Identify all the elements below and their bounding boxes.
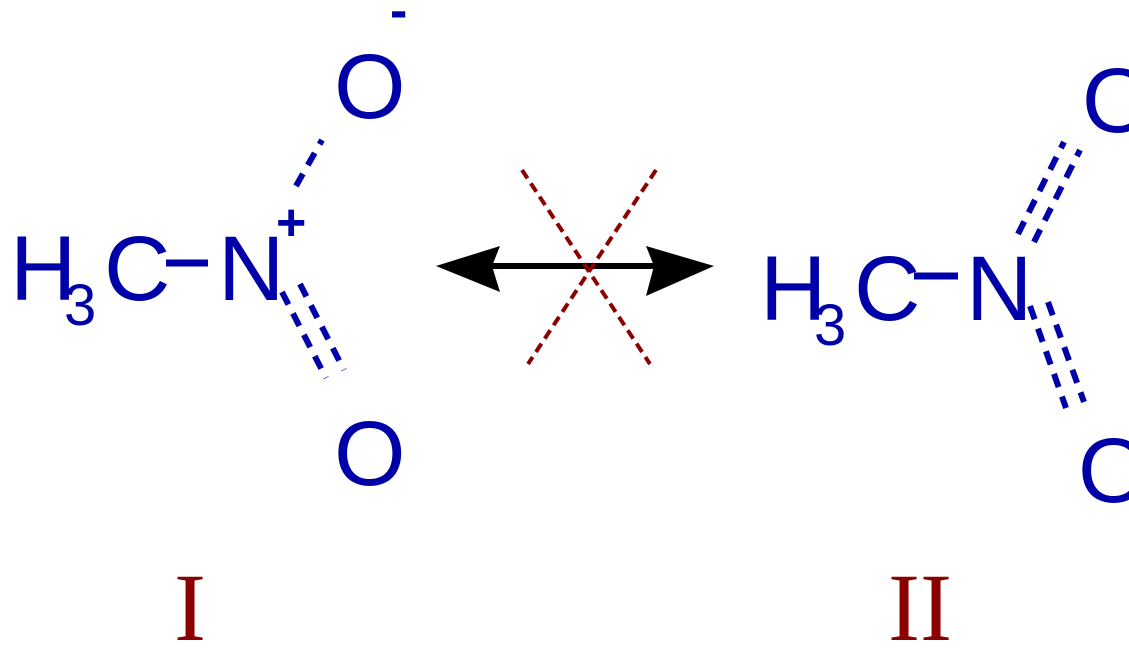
cross-mark bbox=[520, 168, 658, 366]
arrow-head-left-icon bbox=[436, 246, 500, 292]
s2-nitrogen: N bbox=[966, 238, 1032, 340]
s1-oxygen-top: O bbox=[334, 36, 406, 138]
s2-n-o-top-bond-a bbox=[1015, 140, 1067, 236]
s2-n-o-bottom-bond-b bbox=[1045, 300, 1087, 404]
arrow-head-right-icon bbox=[646, 246, 714, 296]
s2-oxygen-top: O bbox=[1082, 50, 1129, 152]
resonance-arrow bbox=[436, 246, 714, 296]
s1-oxygen-bottom: O bbox=[334, 403, 406, 505]
s2-hydrogen: H bbox=[760, 238, 826, 340]
structure-1: H 3 C N + O - O I bbox=[10, 0, 407, 648]
s2-hydrogen-subscript: 3 bbox=[814, 293, 846, 358]
s1-hydrogen: H bbox=[10, 218, 76, 320]
s1-n-o-top-bond bbox=[293, 138, 325, 188]
s1-n-o-bottom-bond-a bbox=[279, 290, 329, 380]
structure-2: H 3 C N O O II bbox=[760, 50, 1129, 648]
cross-line-b bbox=[526, 168, 658, 366]
s1-n-o-bottom-bond-b bbox=[297, 282, 347, 372]
s1-hydrogen-subscript: 3 bbox=[64, 273, 96, 338]
s1-carbon: C bbox=[104, 218, 170, 320]
s1-nitrogen-charge: + bbox=[276, 194, 306, 252]
cross-line-a bbox=[520, 168, 652, 366]
s2-oxygen-bottom: O bbox=[1078, 420, 1129, 522]
s1-oxygen-top-charge: - bbox=[390, 0, 407, 40]
structure-2-label: II bbox=[888, 554, 952, 648]
s2-carbon: C bbox=[854, 238, 920, 340]
s2-n-o-bottom-bond-a bbox=[1027, 305, 1069, 409]
s2-n-o-top-bond-b bbox=[1031, 148, 1083, 244]
s1-nitrogen: N bbox=[218, 218, 284, 320]
structure-1-label: I bbox=[174, 554, 206, 648]
